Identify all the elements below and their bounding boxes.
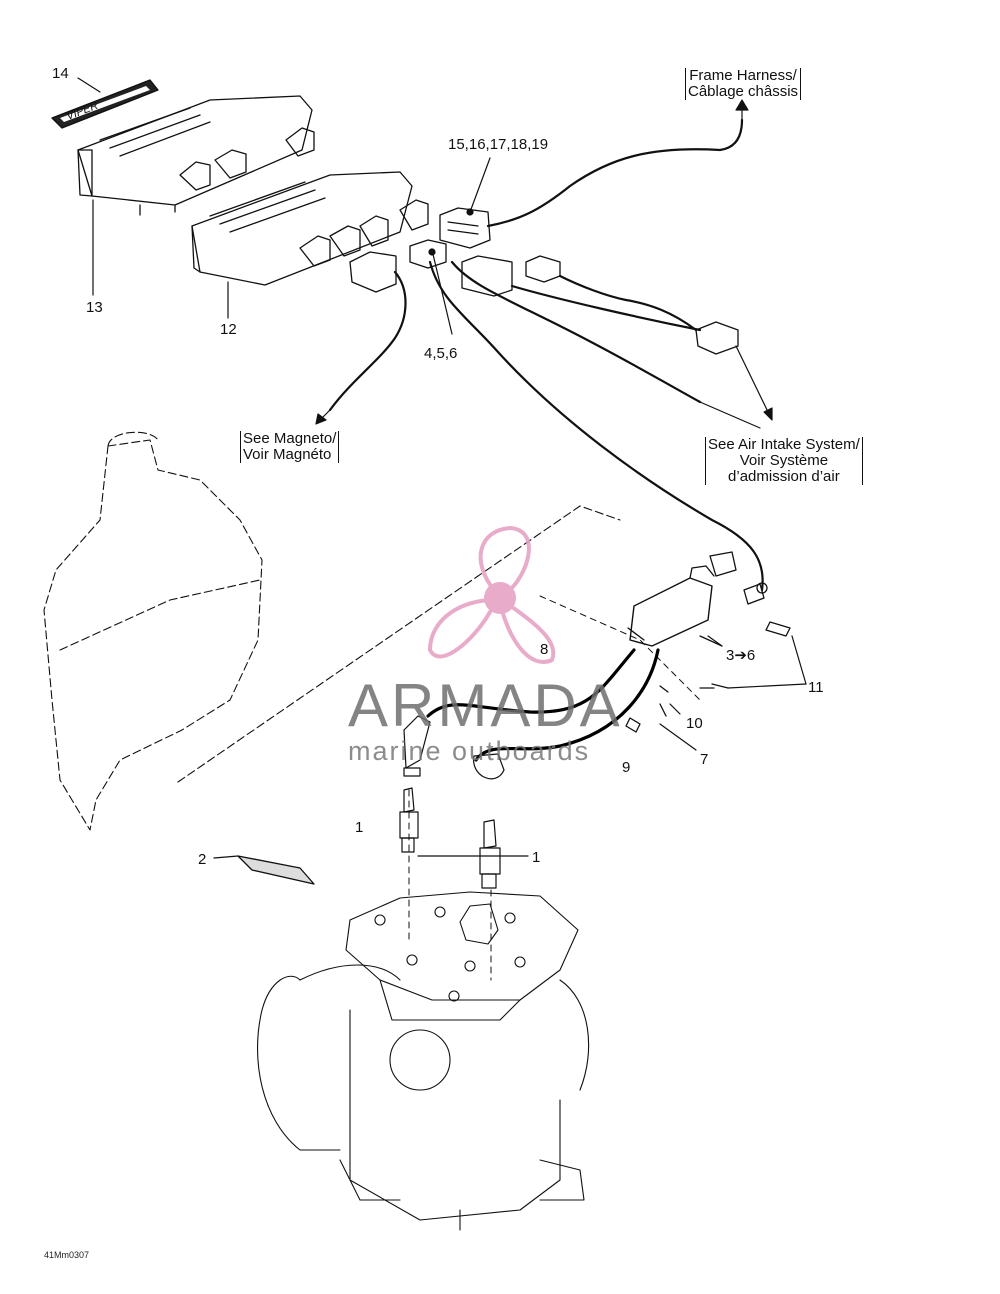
frame-harness-ref: Frame Harness/ Câblage châssis [685, 67, 802, 100]
oil-tank [43, 431, 621, 831]
guide-lines [408, 595, 701, 981]
air-intake-ref: See Air Intake System/ Voir Système d’ad… [705, 437, 863, 485]
magneto-line1: See Magneto/ [243, 430, 337, 447]
callout-12: 12 [220, 321, 237, 338]
callout-10: 10 [686, 715, 703, 732]
engine-block [257, 891, 590, 1231]
callout-3-6: 3➔6 [726, 647, 756, 664]
callout-4-6: 4,5,6 [424, 345, 458, 362]
air-intake-line3: d’admission d’air [728, 468, 840, 485]
spark-plugs [399, 715, 529, 889]
callout-11: 11 [808, 679, 824, 696]
module-cover-13 [77, 95, 315, 216]
callout-7: 7 [700, 751, 709, 768]
wiring-harness [328, 118, 764, 592]
right-callout-leaders [659, 635, 807, 751]
callout-15-19: 15,16,17,18,19 [448, 136, 549, 153]
callout-1-left: 1 [355, 819, 364, 836]
magneto-line2: Voir Magnéto [243, 446, 332, 463]
drawing-code: 41Mm0307 [44, 1250, 90, 1260]
ignition-coil [625, 551, 791, 733]
leader-lines [77, 77, 773, 429]
callout-8: 8 [540, 641, 549, 658]
magneto-ref: See Magneto/ Voir Magnéto [240, 430, 340, 463]
air-intake-line2: Voir Système [739, 452, 829, 469]
decal-part-14: VIPER [51, 79, 159, 129]
frame-harness-line2: Câblage châssis [688, 83, 799, 100]
callout-2: 2 [198, 851, 207, 868]
watermark-tagline: marine outboards [348, 736, 591, 766]
spark-plug-wires [426, 648, 660, 762]
air-intake-line1: See Air Intake System/ [708, 436, 860, 453]
decal-part-2 [213, 855, 315, 885]
watermark-logo [428, 526, 556, 664]
callout-13: 13 [86, 299, 103, 316]
callout-1-right: 1 [532, 849, 541, 866]
frame-harness-line1: Frame Harness/ [689, 67, 797, 84]
watermark-brand: ARMADA [348, 672, 623, 739]
callout-9: 9 [622, 759, 631, 776]
module-12 [191, 171, 429, 293]
callout-14: 14 [52, 65, 69, 82]
